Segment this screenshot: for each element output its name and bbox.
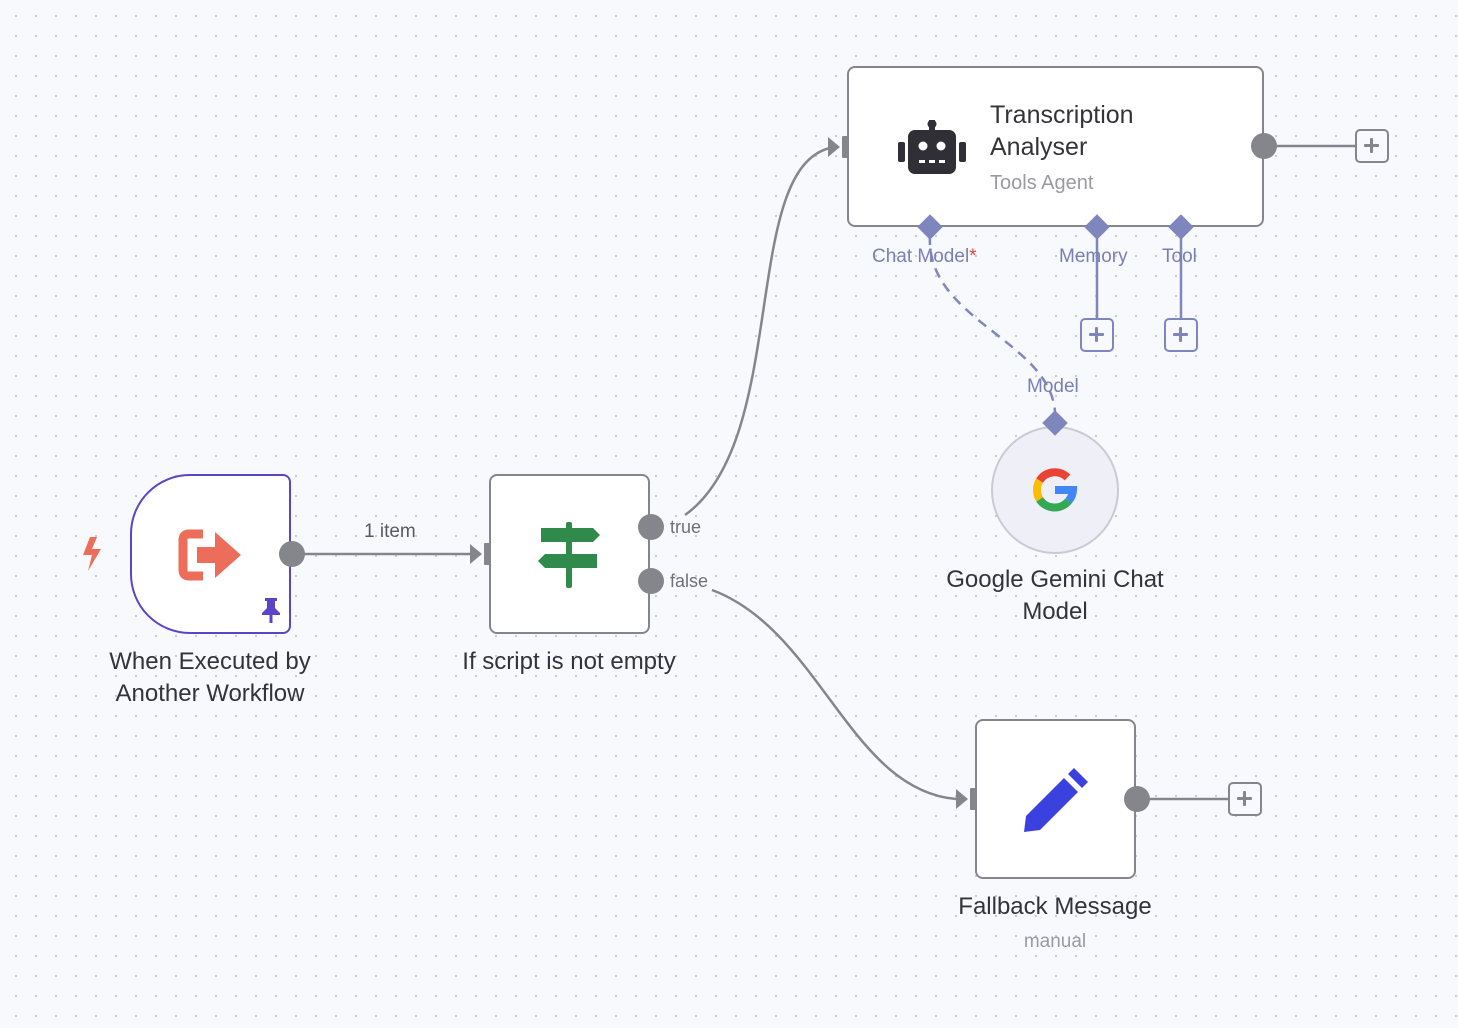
- edge-item-count-label: 1 item: [364, 521, 416, 542]
- edge-if-true-to-agent[interactable]: [684, 146, 831, 517]
- signpost-icon: [538, 522, 600, 588]
- add-memory-button[interactable]: [1080, 318, 1114, 352]
- if-input-arrow: [470, 544, 482, 564]
- agent-output-handle[interactable]: [1251, 133, 1277, 159]
- agent-input-arrow: [828, 137, 840, 157]
- agent-title: Transcription Analyser: [990, 101, 1134, 161]
- fallback-node-subtitle: manual: [1023, 931, 1087, 952]
- if-node-label: If script is not empty: [462, 648, 676, 675]
- edge-if-false-to-fallback[interactable]: [711, 588, 957, 801]
- if-true-handle[interactable]: [638, 514, 664, 540]
- gemini-model-port-label: Model: [1027, 376, 1079, 397]
- lightning-bolt-icon: [83, 537, 101, 571]
- pin-icon: [262, 598, 280, 623]
- fallback-node-label: Fallback Message: [958, 893, 1152, 920]
- gemini-node-label: Google Gemini Chat Model: [946, 566, 1164, 625]
- agent-add-next-button[interactable]: [1355, 129, 1389, 163]
- fallback-input-arrow: [956, 789, 968, 809]
- tool-port-label: Tool: [1162, 246, 1197, 267]
- sign-out-arrow-icon: [178, 529, 241, 581]
- trigger-node[interactable]: [130, 474, 291, 634]
- pencil-icon: [1024, 768, 1088, 832]
- robot-icon: [898, 120, 966, 174]
- agent-subtitle: Tools Agent: [990, 172, 1094, 194]
- google-g-icon: [1032, 468, 1078, 512]
- chat-model-port-label: Chat Model*: [872, 246, 977, 267]
- trigger-output-handle[interactable]: [279, 541, 305, 567]
- fallback-node[interactable]: [975, 719, 1136, 879]
- memory-port-label: Memory: [1059, 246, 1128, 267]
- if-true-label: true: [670, 517, 702, 537]
- fallback-add-next-button[interactable]: [1228, 782, 1262, 816]
- trigger-node-label: When Executed by Another Workflow: [109, 648, 311, 707]
- if-false-handle[interactable]: [638, 568, 664, 594]
- fallback-output-handle[interactable]: [1124, 786, 1150, 812]
- add-tool-button[interactable]: [1164, 318, 1198, 352]
- if-node[interactable]: [489, 474, 650, 634]
- if-false-label: false: [670, 571, 709, 591]
- agent-node[interactable]: Transcription Analyser Tools Agent: [847, 66, 1264, 227]
- gemini-node[interactable]: [991, 426, 1119, 554]
